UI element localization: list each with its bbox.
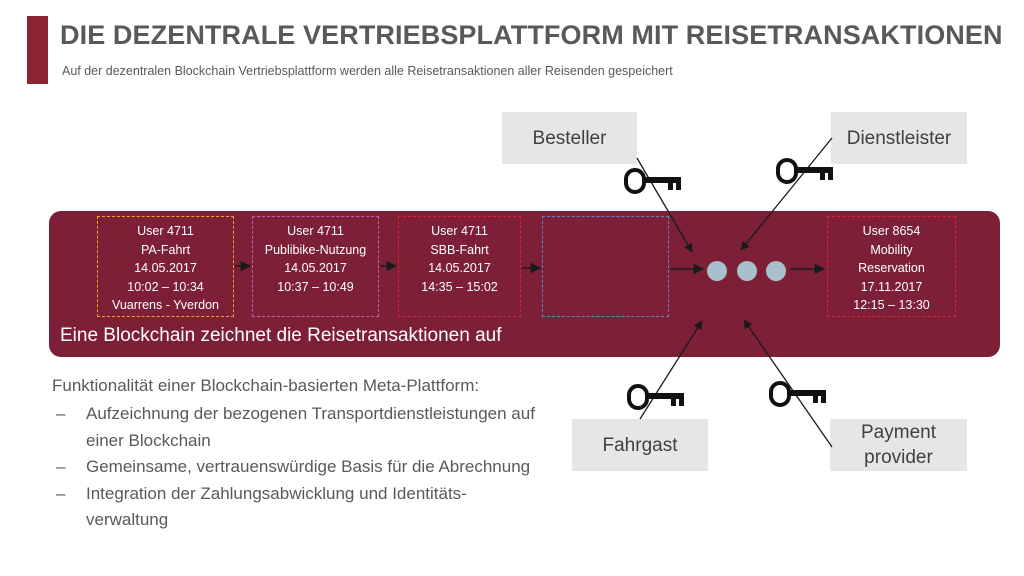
tx2-line-2: Publibike-Nutzung bbox=[264, 242, 367, 257]
role-payment-label-2: provider bbox=[864, 447, 933, 468]
role-besteller: Besteller bbox=[502, 112, 637, 164]
tx3-line-2: SBB-Fahrt bbox=[430, 242, 489, 257]
ellipsis-dot bbox=[737, 261, 757, 281]
list-item-line-1: Gemeinsame, vertrauenswürdige Basis für … bbox=[86, 457, 531, 476]
tx5-line-3: Reservation bbox=[858, 261, 925, 275]
tx1-line-1: User 4711 bbox=[137, 224, 194, 238]
list-item: – Integration der Zahlungsabwicklung und… bbox=[52, 481, 562, 534]
role-dienstleister: Dienstleister bbox=[831, 112, 967, 164]
role-besteller-label: Besteller bbox=[532, 127, 607, 149]
page-subtitle: Auf der dezentralen Blockchain Vertriebs… bbox=[62, 64, 673, 78]
list-item-line-2: verwaltung bbox=[86, 510, 169, 529]
list-item: – Gemeinsame, vertrauenswürdige Basis fü… bbox=[52, 454, 562, 481]
dash-bullet: – bbox=[56, 404, 66, 423]
transaction-block-empty bbox=[542, 216, 669, 317]
key-icon bbox=[624, 168, 681, 194]
ellipsis-dot bbox=[707, 261, 727, 281]
list-intro: Funktionalität einer Blockchain-basierte… bbox=[52, 376, 480, 395]
feature-list: – Aufzeichnung der bezogenen Transportdi… bbox=[52, 401, 562, 534]
tx1-line-5: Vuarrens - Yverdon bbox=[111, 298, 219, 312]
list-item-line-1: Integration der Zahlungsabwicklung und I… bbox=[86, 483, 467, 503]
tx5-line-2: Mobility bbox=[870, 242, 913, 257]
tx3-line-4: 14:35 – 15:02 bbox=[421, 279, 498, 294]
blockchain-band bbox=[49, 211, 1000, 357]
key-icon bbox=[627, 384, 684, 410]
role-fahrgast: Fahrgast bbox=[572, 419, 708, 471]
list-item: – Aufzeichnung der bezogenen Transportdi… bbox=[52, 401, 562, 454]
tx2-line-1: User 4711 bbox=[287, 224, 344, 238]
role-fahrgast-label: Fahrgast bbox=[602, 434, 678, 456]
transaction-block-5: User 8654 Mobility Reservation 17.11.201… bbox=[827, 216, 956, 317]
tx2-line-3: 14.05.2017 bbox=[284, 261, 347, 275]
tx1-line-3: 14.05.2017 bbox=[134, 261, 197, 275]
transaction-block-2: User 4711 Publibike-Nutzung 14.05.2017 1… bbox=[252, 216, 379, 317]
tx5-line-5: 12:15 – 13:30 bbox=[853, 298, 930, 312]
tx3-line-1: User 4711 bbox=[431, 224, 488, 238]
dash-bullet: – bbox=[56, 483, 66, 503]
tx2-line-4: 10:37 – 10:49 bbox=[277, 279, 354, 294]
transaction-block-3: User 4711 SBB-Fahrt 14.05.2017 14:35 – 1… bbox=[398, 216, 521, 317]
tx1-line-4: 10:02 – 10:34 bbox=[127, 279, 204, 294]
key-icon bbox=[776, 158, 833, 184]
dash-bullet: – bbox=[56, 457, 66, 476]
blockchain-label: Eine Blockchain zeichnet die Reisetransa… bbox=[60, 325, 502, 346]
tx1-line-2: PA-Fahrt bbox=[140, 242, 191, 257]
role-dienstleister-label: Dienstleister bbox=[846, 127, 952, 149]
list-item-line-2: einer Blockchain bbox=[86, 430, 211, 450]
role-payment-provider: Payment provider bbox=[830, 419, 967, 471]
tx3-line-3: 14.05.2017 bbox=[428, 261, 491, 275]
tx5-line-4: 17.11.2017 bbox=[860, 279, 923, 294]
accent-bar bbox=[27, 16, 48, 84]
role-payment-label-1: Payment bbox=[861, 422, 936, 443]
page-title: DIE DEZENTRALE VERTRIEBSPLATTFORM MIT RE… bbox=[60, 20, 1003, 50]
tx5-line-1: User 8654 bbox=[862, 224, 921, 238]
key-icon bbox=[769, 381, 826, 407]
transaction-block-1: User 4711 PA-Fahrt 14.05.2017 10:02 – 10… bbox=[97, 216, 234, 317]
ellipsis-dot bbox=[766, 261, 786, 281]
list-item-line-1: Aufzeichnung der bezogenen Transportdien… bbox=[86, 404, 535, 423]
